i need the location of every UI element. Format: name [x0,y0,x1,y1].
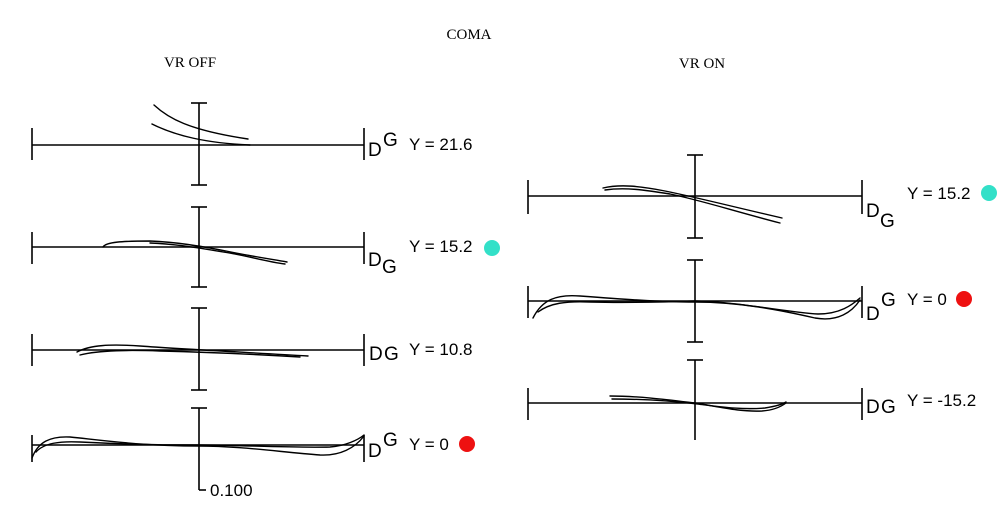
coma-curve-sagittal [149,242,286,265]
g-line-label: G [384,344,399,365]
image-height-label: Y = 10.8 [409,340,473,359]
status-dot [484,240,500,256]
d-line-label: D [369,344,383,365]
coma-curve-sagittal [611,398,787,410]
g-line-label: G [881,290,896,311]
scale-label: 0.100 [210,481,253,500]
g-line-label: G [881,397,896,418]
coma-curve-sagittal [79,349,301,358]
image-height-label: Y = 21.6 [409,135,473,154]
vr-off-plot-y0: D G Y = 0 0.100 [31,407,475,500]
image-height-label: Y = 0 [409,435,449,454]
coma-curve-sagittal [604,188,781,224]
g-line-label: G [880,211,895,232]
status-dot [459,436,475,452]
coma-curve-sagittal [151,123,251,146]
g-line-label: G [383,130,398,151]
vr-off-plot-y10-8: D G Y = 10.8 [31,307,473,391]
d-line-label: D [368,140,382,161]
vr-off-plot-y21-6: D G Y = 21.6 [31,102,473,186]
panel-heading-vr-off: VR OFF [164,55,216,71]
vr-on-plot-y15-2: D G Y = 15.2 [527,154,997,239]
vr-off-plot-y15-2: D G Y = 15.2 [31,206,500,288]
figure-title: COMA [446,27,491,43]
coma-curve-tangential [153,104,249,140]
coma-curve-tangential [602,185,783,219]
coma-curve-sagittal [35,434,365,453]
panel-heading-vr-on: VR ON [679,56,725,72]
image-height-label: Y = 15.2 [409,237,473,256]
coma-curve-tangential [102,240,288,263]
image-height-label: Y = -15.2 [907,391,976,410]
status-dot [981,185,997,201]
coma-curve-sagittal [537,297,861,315]
vr-on-plot-y0: D G Y = 0 [527,259,972,343]
d-line-label: D [368,441,382,462]
vr-on-plot-y-neg15-2: D G Y = -15.2 [527,359,976,440]
coma-curve-tangential [76,344,309,357]
coma-curve-tangential [609,395,787,412]
status-dot [956,291,972,307]
coma-curve-tangential [31,435,365,459]
image-height-label: Y = 0 [907,290,947,309]
d-line-label: D [866,201,880,222]
d-line-label: D [368,250,382,271]
g-line-label: G [383,430,398,451]
d-line-label: D [866,397,880,418]
image-height-label: Y = 15.2 [907,184,971,203]
coma-curve-tangential [532,294,861,320]
g-line-label: G [382,257,397,278]
d-line-label: D [866,304,880,325]
